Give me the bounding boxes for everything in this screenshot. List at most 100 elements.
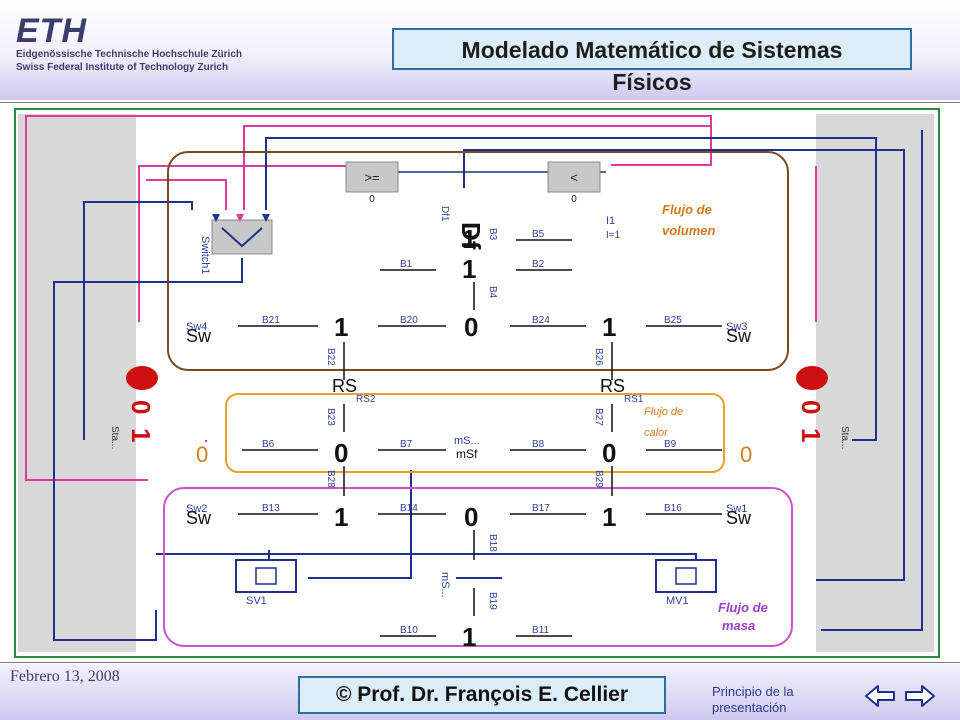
bond-b26: B26	[593, 348, 604, 366]
bond-lines	[238, 239, 722, 637]
led-left	[126, 366, 158, 390]
block-greater-equal	[345, 161, 399, 193]
bond-b29: B29	[593, 470, 604, 488]
bond-b8: B8	[532, 439, 545, 450]
label-flujo-volumen-2: volumen	[662, 223, 716, 238]
junction-1-mass-right: 1	[602, 502, 616, 532]
bond-b3: B3	[487, 228, 498, 241]
block-sv1	[235, 559, 297, 593]
bond-b1: B1	[400, 259, 413, 270]
sw2-label: Sw2	[186, 503, 207, 515]
bond-b17: B17	[532, 503, 550, 514]
label-flujo-calor-2: calor	[644, 427, 669, 439]
led-left-zero: 0	[126, 400, 156, 414]
rs2-text: RS	[332, 376, 357, 396]
rs2-label: RS2	[356, 394, 376, 405]
header-divider	[0, 102, 960, 103]
block-sv1-label: SV1	[246, 595, 267, 607]
junction-1-bottom: 1	[462, 622, 476, 652]
eth-logo: ETH Eidgenössische Technische Hochschule…	[16, 14, 242, 74]
left-gray-area	[18, 114, 136, 652]
block-i1-sub: I=1	[606, 230, 621, 241]
sw3-text: Sw	[726, 326, 752, 346]
block-less-than-port: 0	[571, 194, 577, 205]
region-calor	[225, 393, 725, 473]
pink-signal-left	[138, 165, 346, 322]
block-greater-equal-label: >=	[364, 170, 379, 185]
blue-signal-left	[83, 201, 193, 440]
junction-0-center: 0	[464, 312, 478, 342]
bond-b9: B9	[664, 439, 677, 450]
sw2-text: Sw	[186, 508, 212, 528]
bond-b2: B2	[532, 259, 545, 270]
pink-signal-loop	[25, 115, 712, 481]
logo-line-english: Swiss Federal Institute of Technology Zu…	[16, 62, 229, 73]
junction-1-mass-left: 1	[334, 502, 348, 532]
junction-1-top: 1	[462, 224, 476, 254]
junction-0-heat-left: 0	[334, 438, 348, 468]
led-right-one: 1	[796, 428, 826, 442]
forward-arrow-icon[interactable]	[902, 680, 938, 712]
block-mv1	[655, 559, 717, 593]
block-df-sub: Df1	[439, 206, 450, 222]
bond-b10: B10	[400, 625, 418, 636]
led-left-one: 1	[126, 428, 156, 442]
logo-mark: ETH	[16, 12, 87, 50]
sw1-text: Sw	[726, 508, 752, 528]
bond-b4: B4	[487, 286, 498, 299]
block-i1: I1	[606, 215, 615, 227]
junction-0-mass-center: 0	[464, 502, 478, 532]
region-volumen	[167, 151, 789, 371]
bond-graph-svg: Flujo de volumen Flujo de calor Flujo de…	[18, 114, 934, 652]
junction-0-heat-edge-right: 0	[740, 442, 752, 467]
bond-b18: B18	[487, 534, 498, 552]
sw4-label: Sw4	[186, 321, 207, 333]
junction-1-right: 1	[602, 312, 616, 342]
block-switch	[211, 219, 273, 255]
label-flujo-volumen-1: Flujo de	[662, 202, 712, 217]
blue-signal-msf	[308, 470, 412, 579]
bond-b28: B28	[325, 470, 336, 488]
label-flujo-calor-1: Flujo de	[644, 406, 683, 418]
region-masa	[163, 487, 793, 647]
junction-1-left: 1	[334, 312, 348, 342]
footer-date: Febrero 13, 2008	[10, 668, 120, 685]
sw3-label: Sw3	[726, 321, 747, 333]
led-right-zero: 0	[796, 400, 826, 414]
sta-left-label: Sta...	[109, 426, 120, 449]
back-arrow-icon[interactable]	[862, 680, 898, 712]
page-title: Modelado Matemático de Sistemas Físicos	[392, 34, 912, 98]
title-line-2: Físicos	[612, 69, 692, 95]
bond-b24: B24	[532, 315, 550, 326]
bond-b22: B22	[325, 348, 336, 366]
junction-0-heat-right: 0	[602, 438, 616, 468]
bond-b20: B20	[400, 315, 418, 326]
block-less-than-label: <	[570, 170, 578, 185]
bond-b21: B21	[262, 315, 280, 326]
title-box	[392, 28, 912, 70]
sta-right-label: Sta...	[839, 426, 850, 449]
junction-1-mid: 1	[462, 254, 476, 284]
label-flujo-masa-1: Flujo de	[718, 600, 768, 615]
bond-b14: B14	[400, 503, 418, 514]
title-line-1: Modelado Matemático de Sistemas	[461, 37, 843, 63]
label-flujo-masa-2: masa	[722, 618, 755, 633]
blue-signal-switch-out	[53, 258, 243, 641]
bond-b16: B16	[664, 503, 682, 514]
bond-graph-diagram: Flujo de volumen Flujo de calor Flujo de…	[14, 108, 940, 658]
bond-b13: B13	[262, 503, 280, 514]
block-greater-equal-port: 0	[369, 194, 375, 205]
led-right	[796, 366, 828, 390]
blue-signal-right	[821, 130, 923, 631]
bond-b27: B27	[593, 408, 604, 426]
bond-b6: B6	[262, 439, 275, 450]
footer-author: © Prof. Dr. François E. Cellier	[298, 676, 666, 714]
home-link-line-1: Principio de la	[712, 684, 794, 699]
home-link-line-2: presentación	[712, 700, 787, 715]
home-link[interactable]: Principio de la presentación	[712, 684, 852, 716]
block-less-than	[547, 161, 601, 193]
msf-text: mSf	[456, 447, 478, 461]
sw4-text: Sw	[186, 326, 212, 346]
ms-side-label: mS...	[439, 572, 451, 598]
blue-signal-top	[265, 137, 877, 441]
